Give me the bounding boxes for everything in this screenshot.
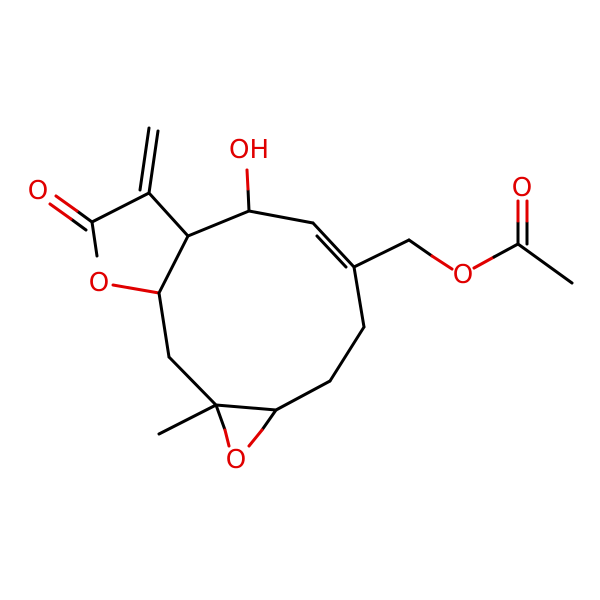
- bond-c6-c7: [352, 265, 366, 329]
- bond-c9-oepox-red: [247, 428, 264, 448]
- bond-c9-c10: [214, 403, 278, 412]
- bond-c10-methyl: [157, 403, 218, 436]
- ester-carbonyl-oxygen-label: O: [512, 173, 532, 203]
- bond-c3-c3a: [147, 191, 190, 238]
- bond-carbonyl-red-b: [48, 202, 73, 221]
- bond-c4-oh-red: [245, 168, 250, 191]
- bond-o-acyl-red: [472, 255, 496, 270]
- bond-c10-oepox: [214, 403, 227, 432]
- bond-c2-carbonyl-a: [75, 209, 94, 224]
- epoxide-oxygen-label: O: [226, 445, 246, 475]
- bond-methylene-b: [138, 126, 151, 192]
- bond-c5-c6-inner: [315, 234, 348, 269]
- bond-acyl-ch3: [516, 242, 574, 285]
- bond-c11a-c11: [157, 291, 171, 359]
- bond-c8-c9: [274, 379, 332, 412]
- bond-c4-c5: [247, 209, 315, 225]
- bond-ch2-o-red: [430, 254, 454, 271]
- bond-c7-c8: [328, 325, 366, 383]
- bond-ch2-o: [407, 238, 434, 258]
- bond-c11-c10: [167, 355, 218, 407]
- hydroxyl-label: OH: [229, 135, 269, 165]
- bond-methylene-a: [147, 129, 160, 195]
- bond-c5-c6: [311, 221, 356, 269]
- lactone-carbonyl-oxygen-label: O: [28, 176, 48, 206]
- bond-c3a-c11a: [157, 234, 190, 295]
- bond-c9-oepox: [260, 408, 278, 432]
- bond-o-acyl: [492, 242, 520, 259]
- bond-c6-ch2: [352, 238, 411, 269]
- bond-c2-o1: [90, 220, 99, 258]
- bond-c4-oh: [246, 187, 251, 213]
- bond-o1-c11a-red: [111, 283, 161, 295]
- ester-oxygen-label: O: [453, 260, 473, 290]
- bond-c10-oepox-red: [223, 428, 231, 448]
- lactone-ring-oxygen-label: O: [89, 268, 109, 298]
- bond-carbonyl-red-a: [54, 194, 79, 213]
- bond-c3a-c4: [186, 209, 251, 238]
- bond-c3-c2: [90, 191, 151, 224]
- bond-c2-carbonyl-b: [69, 217, 88, 232]
